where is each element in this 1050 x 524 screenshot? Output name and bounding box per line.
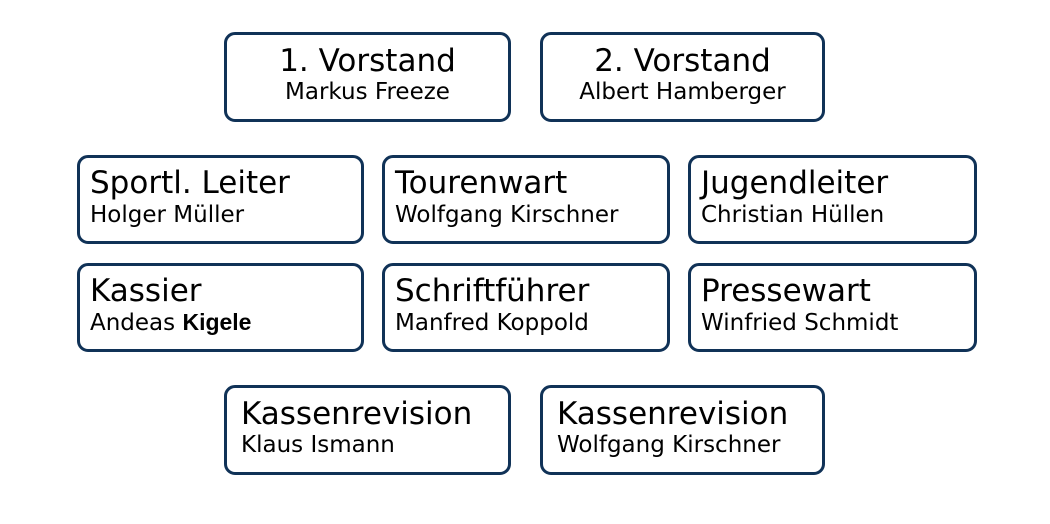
org-box-title: Jugendleiter [701, 165, 889, 202]
org-box-title: Pressewart [701, 273, 871, 310]
org-row-officers-1: Sportl. Leiter Holger Müller Tourenwart … [77, 155, 977, 244]
org-box-name: Manfred Koppold [395, 309, 589, 336]
org-box-1-vorstand[interactable]: 1. Vorstand Markus Freeze [224, 32, 511, 122]
org-box-jugendleiter[interactable]: Jugendleiter Christian Hüllen [688, 155, 977, 244]
org-box-pressewart[interactable]: Pressewart Winfried Schmidt [688, 263, 977, 352]
org-box-title: Kassenrevision [241, 395, 473, 432]
org-box-name: Holger Müller [90, 201, 245, 228]
org-box-tourenwart[interactable]: Tourenwart Wolfgang Kirschner [382, 155, 670, 244]
org-box-name: Christian Hüllen [701, 201, 885, 228]
org-box-kassenrevision-1[interactable]: Kassenrevision Klaus Ismann [224, 385, 511, 475]
org-box-name-last: Kigele [182, 309, 252, 336]
org-box-kassier[interactable]: Kassier Andeas Kigele [77, 263, 364, 352]
org-box-name: Markus Freeze [285, 79, 450, 106]
org-box-name: Wolfgang Kirschner [557, 432, 781, 459]
org-box-title: Kassier [90, 272, 202, 309]
org-box-title: Sportl. Leiter [90, 165, 290, 202]
org-row-executive: 1. Vorstand Markus Freeze 2. Vorstand Al… [224, 32, 825, 122]
org-box-name-first: Andeas [90, 310, 183, 337]
org-box-title: Schriftführer [395, 273, 590, 310]
org-box-2-vorstand[interactable]: 2. Vorstand Albert Hamberger [540, 32, 825, 122]
org-box-title: Kassenrevision [557, 395, 789, 432]
org-box-name: Klaus Ismann [241, 432, 395, 459]
org-box-name: Albert Hamberger [579, 79, 786, 106]
org-box-name: Winfried Schmidt [701, 309, 899, 336]
org-box-name: Wolfgang Kirschner [395, 201, 619, 228]
org-box-name: Andeas Kigele [90, 309, 351, 338]
org-box-title: 1. Vorstand [279, 42, 456, 79]
org-box-schriftfuehrer[interactable]: Schriftführer Manfred Koppold [382, 263, 670, 352]
org-row-officers-2: Kassier Andeas Kigele Schriftführer Manf… [77, 263, 977, 352]
org-row-auditors: Kassenrevision Klaus Ismann Kassenrevisi… [224, 385, 825, 475]
org-box-kassenrevision-2[interactable]: Kassenrevision Wolfgang Kirschner [540, 385, 825, 475]
org-box-title: Tourenwart [395, 165, 568, 202]
org-box-sportlicher-leiter[interactable]: Sportl. Leiter Holger Müller [77, 155, 364, 244]
org-box-title: 2. Vorstand [594, 42, 771, 79]
